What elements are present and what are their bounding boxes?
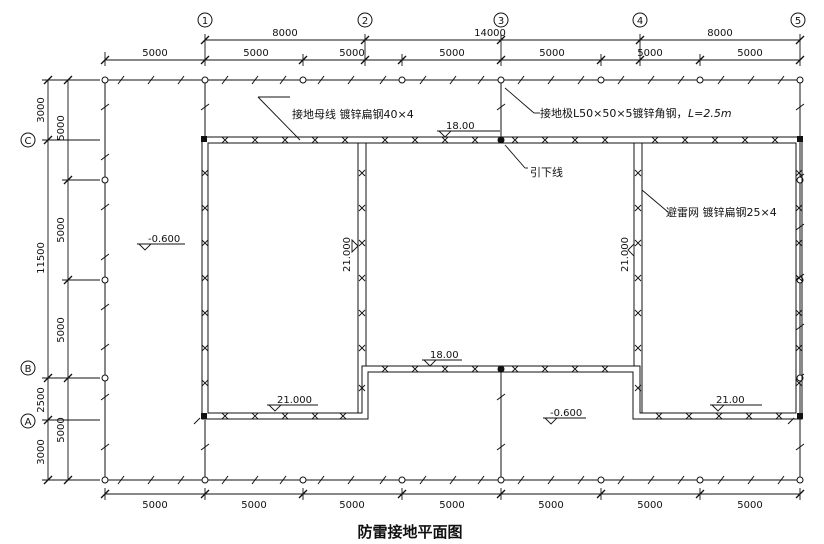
left-dimensions: [42, 75, 100, 485]
elev-bottom-left: 21.000: [277, 395, 312, 406]
elevation-marks: [137, 130, 762, 425]
axis-bubble-b: [20, 360, 36, 376]
leaders: [257, 87, 669, 213]
axis-label-2: 2: [362, 16, 368, 27]
label-ground-rod: 接地极L50×50×5镀锌角钢，: [540, 106, 688, 120]
axis-label-3: 3: [498, 16, 504, 27]
axis-bubble-4: [632, 12, 648, 28]
axis-bubbles-top: 1 2 3 4 5: [197, 12, 806, 28]
down-conductors: [201, 136, 803, 419]
elev-mid: 18.00: [430, 350, 459, 361]
dim-top-seg: 5000: [637, 48, 662, 59]
dim-bottom-seg: 5000: [142, 500, 167, 511]
dim-bottom-seg: 5000: [339, 500, 364, 511]
axis-label-4: 4: [637, 16, 643, 27]
dim-top-seg: 5000: [439, 48, 464, 59]
bottom-dimension-text: 5000 5000 5000 5000 5000 5000 5000: [142, 500, 762, 511]
axis-label-5: 5: [795, 16, 801, 27]
axis-bubbles-left: C B A: [20, 132, 36, 429]
dim-left-outer: 2500: [36, 387, 47, 412]
axis-bubble-5: [790, 12, 806, 28]
dim-top-seg: 5000: [339, 48, 364, 59]
dim-left-inner: 5000: [56, 217, 67, 242]
dim-bottom-seg: 5000: [241, 500, 266, 511]
lightning-net-supports: [201, 136, 803, 420]
dim-top-seg: 5000: [737, 48, 762, 59]
label-ground-bus: 接地母线 镀锌扁钢40×4: [292, 107, 414, 121]
dim-left-inner: 5000: [56, 317, 67, 342]
dim-left-outer: 11500: [36, 242, 47, 274]
left-dimension-text: 3000 11500 2500 3000 5000 5000 5000 5000: [36, 97, 67, 464]
dim-top-major-left: 8000: [272, 28, 297, 39]
axis-bubble-3: [493, 12, 509, 28]
dim-top-seg: 5000: [142, 48, 167, 59]
elev-left-vert: 21.000: [342, 237, 353, 272]
label-ground-rod-length: L=2.5m: [688, 107, 732, 120]
dim-bottom-seg: 5000: [637, 500, 662, 511]
elev-right-vert: 21.000: [620, 237, 631, 272]
dim-bottom-seg: 5000: [538, 500, 563, 511]
label-down-conductor: 引下线: [530, 165, 563, 179]
top-dimension-text: 8000 14000 8000 5000 5000 5000 5000 5000…: [142, 28, 762, 59]
bottom-dimensions: [100, 488, 805, 500]
axis-label-1: 1: [202, 16, 208, 27]
dim-top-seg: 5000: [243, 48, 268, 59]
dim-left-inner: 5000: [56, 115, 67, 140]
axis-label-b: B: [25, 364, 32, 375]
dim-top-seg: 5000: [539, 48, 564, 59]
elev-ground-left: -0.600: [148, 234, 180, 245]
dim-left-outer: 3000: [36, 97, 47, 122]
axis-label-c: C: [25, 136, 32, 147]
top-dimensions: [100, 34, 805, 66]
label-lightning-net: 避雷网 镀锌扁钢25×4: [666, 205, 777, 219]
dim-top-major-center: 14000: [474, 28, 506, 39]
ground-loop-ticks: [100, 75, 805, 485]
axis-label-a: A: [25, 417, 32, 428]
axis-bubble-a: [20, 413, 36, 429]
labels: 接地母线 镀锌扁钢40×4 接地极L50×50×5镀锌角钢， L=2.5m 引下…: [292, 106, 777, 219]
dim-top-major-right: 8000: [707, 28, 732, 39]
lightning-net: [201, 136, 803, 420]
elev-ground-right: -0.600: [550, 408, 582, 419]
dim-bottom-seg: 5000: [737, 500, 762, 511]
elev-bottom-right: 21.00: [716, 395, 745, 406]
elev-top: 18.00: [446, 121, 475, 132]
dim-left-outer: 3000: [36, 439, 47, 464]
drawing-title: 防雷接地平面图: [357, 523, 462, 541]
axis-bubble-1: [197, 12, 213, 28]
dim-bottom-seg: 5000: [439, 500, 464, 511]
axis-bubble-c: [20, 132, 36, 148]
ground-rods: [101, 76, 804, 484]
ground-loop: [104, 79, 801, 481]
dim-left-inner: 5000: [56, 417, 67, 442]
elevation-text: 18.00 18.00 21.000 21.00 -0.600 -0.600 2…: [148, 121, 745, 419]
axis-bubble-2: [357, 12, 373, 28]
